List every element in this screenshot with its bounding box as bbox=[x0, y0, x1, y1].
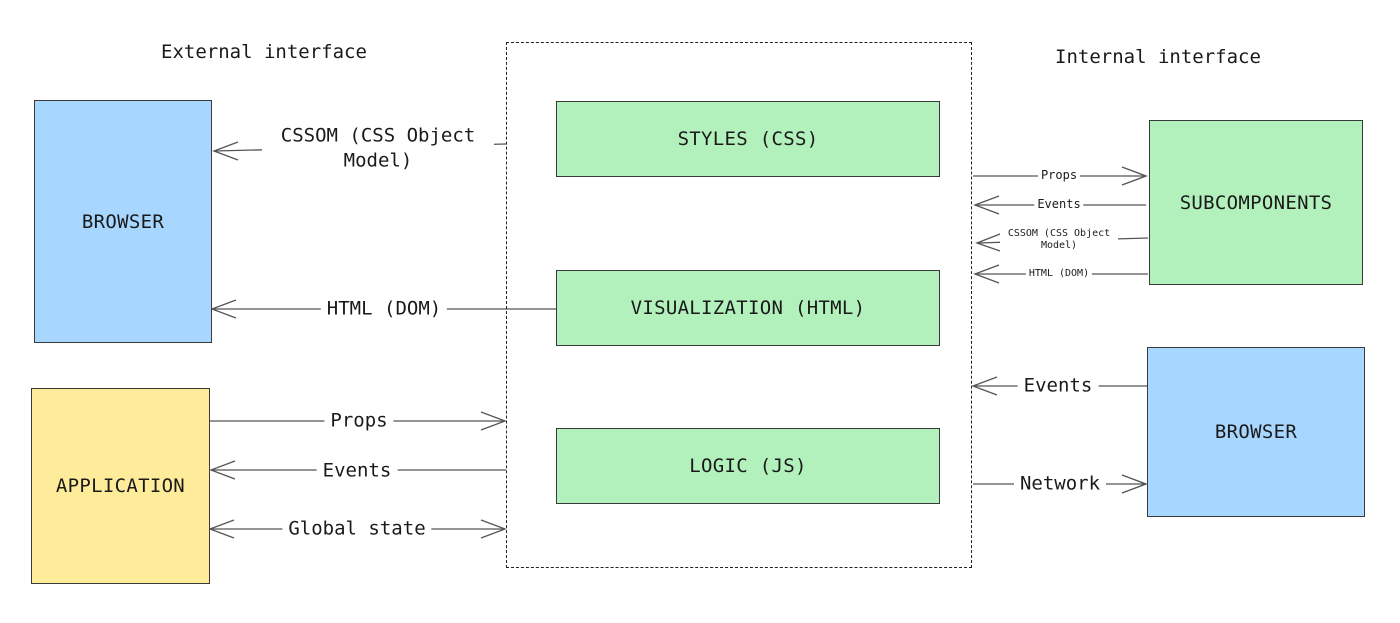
html-dom-left-arrowhead bbox=[210, 299, 237, 319]
component-boundary bbox=[506, 42, 972, 568]
application-node: APPLICATION bbox=[31, 388, 210, 584]
html-dom-right-arrowhead bbox=[973, 264, 1000, 284]
cssom-right-label: CSSOM (CSS Object Model) bbox=[1000, 228, 1118, 252]
logic-node: LOGIC (JS) bbox=[556, 428, 940, 504]
browser-left-node: BROWSER bbox=[34, 100, 212, 343]
styles-node: STYLES (CSS) bbox=[556, 101, 940, 177]
external-interface-heading: External interface bbox=[161, 41, 367, 63]
html-dom-right-label: HTML (DOM) bbox=[1025, 268, 1093, 280]
cssom-left-label: CSSOM (CSS Object Model) bbox=[262, 123, 494, 173]
logic-label: LOGIC (JS) bbox=[689, 455, 807, 477]
network-arrowhead bbox=[1121, 474, 1148, 494]
events-left-arrowhead bbox=[209, 460, 236, 480]
props-right-arrowhead bbox=[1121, 166, 1148, 186]
browser-right-label: BROWSER bbox=[1214, 421, 1298, 443]
subcomponents-label: SUBCOMPONENTS bbox=[1179, 191, 1333, 214]
events-browser-arrowhead bbox=[971, 376, 998, 396]
props-left-label: Props bbox=[324, 408, 394, 434]
browser-left-label: BROWSER bbox=[81, 210, 165, 233]
global-state-label: Global state bbox=[282, 516, 432, 542]
visualization-label: VISUALIZATION (HTML) bbox=[630, 297, 866, 319]
subcomponents-node: SUBCOMPONENTS bbox=[1149, 120, 1363, 285]
events-browser-label: Events bbox=[1017, 373, 1099, 399]
global-state-arrowhead-left bbox=[208, 519, 235, 539]
network-label: Network bbox=[1013, 471, 1107, 497]
cssom-right-arrowhead bbox=[975, 233, 1001, 252]
application-label: APPLICATION bbox=[55, 475, 186, 497]
visualization-node: VISUALIZATION (HTML) bbox=[556, 270, 940, 346]
styles-label: STYLES (CSS) bbox=[677, 128, 819, 150]
props-right-label: Props bbox=[1037, 168, 1081, 184]
html-dom-left-label: HTML (DOM) bbox=[320, 296, 448, 322]
events-sub-label: Events bbox=[1034, 197, 1084, 213]
events-sub-arrowhead bbox=[973, 195, 1000, 215]
internal-interface-heading: Internal interface bbox=[1055, 46, 1261, 68]
cssom-left-arrowhead bbox=[212, 141, 239, 161]
browser-right-node: BROWSER bbox=[1147, 347, 1365, 517]
props-left-arrowhead bbox=[480, 411, 507, 431]
global-state-arrowhead-right bbox=[480, 519, 507, 539]
events-left-label: Events bbox=[316, 458, 398, 484]
